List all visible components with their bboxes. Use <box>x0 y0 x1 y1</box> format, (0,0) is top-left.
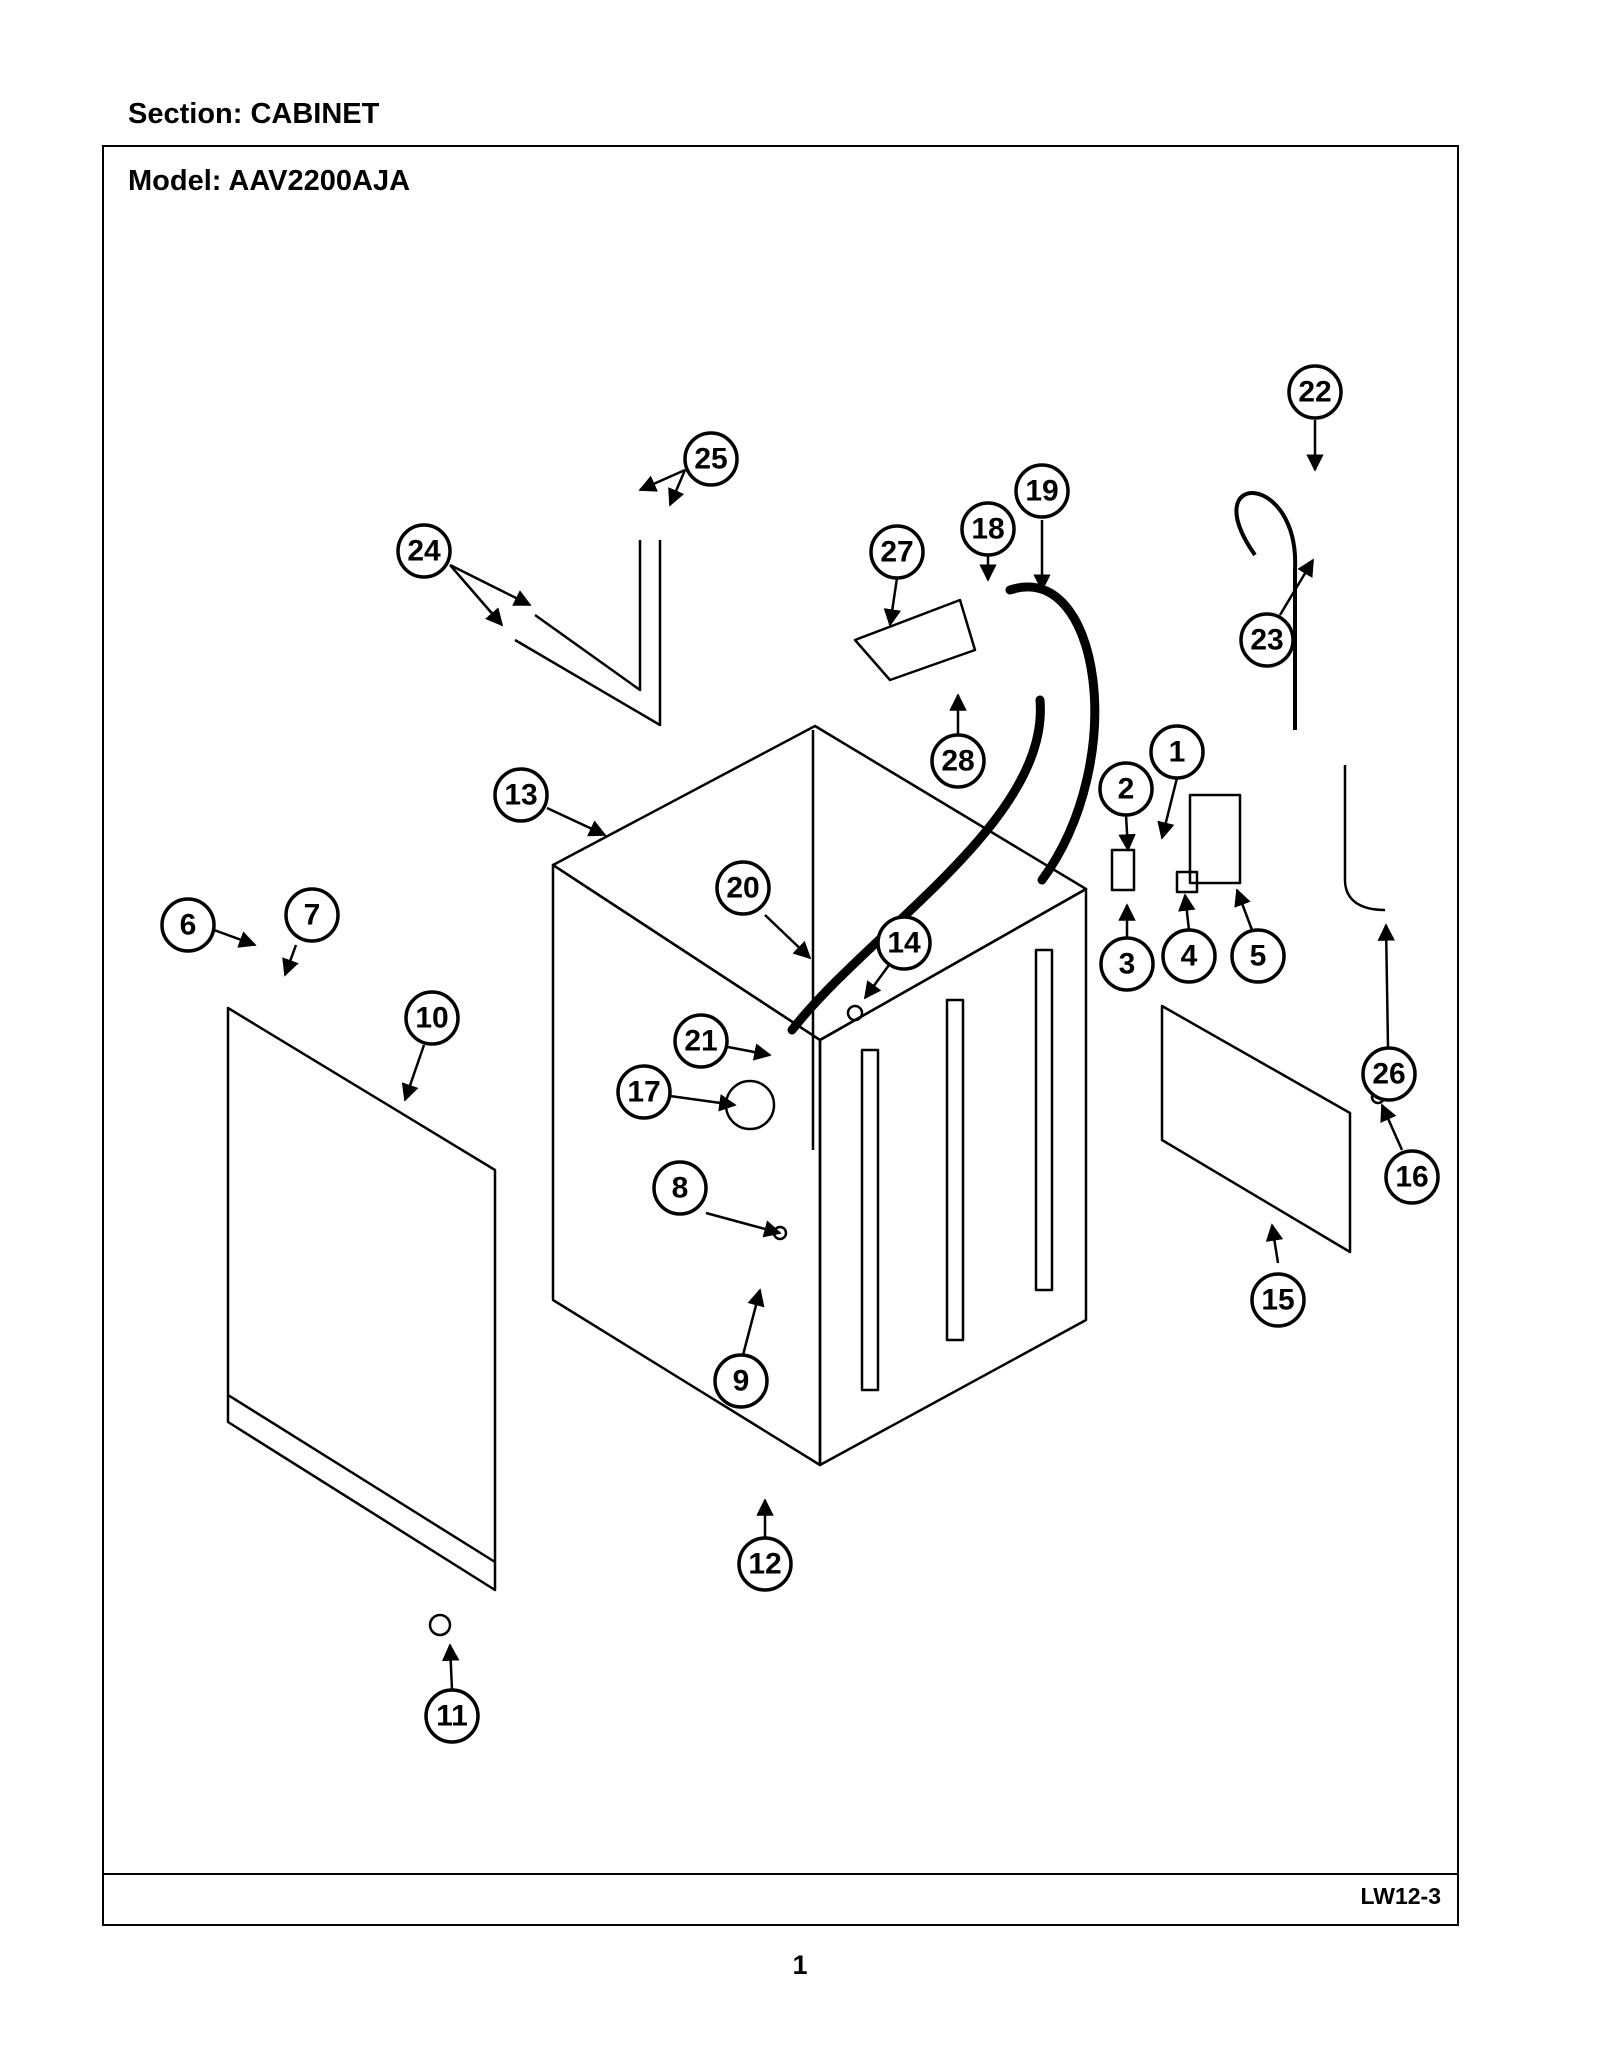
callout-11: 11 <box>424 1688 480 1744</box>
svg-text:10: 10 <box>415 1002 448 1035</box>
svg-text:11: 11 <box>436 1700 468 1733</box>
page-number: 1 <box>792 1950 808 1980</box>
callout-1: 1 <box>1149 724 1205 780</box>
svg-text:13: 13 <box>504 779 537 812</box>
front-panel <box>226 1006 497 1592</box>
callout-27: 27 <box>869 524 925 580</box>
callout-24: 24 <box>396 523 452 579</box>
service-panel <box>1160 1004 1352 1254</box>
drain-hose <box>787 582 1100 1035</box>
svg-text:1: 1 <box>1169 736 1186 769</box>
callout-20: 20 <box>715 860 771 916</box>
callout-14: 14 <box>876 915 932 971</box>
svg-text:20: 20 <box>726 872 759 905</box>
svg-text:18: 18 <box>971 513 1004 546</box>
svg-text:8: 8 <box>672 1172 689 1205</box>
callout-25: 25 <box>683 431 739 487</box>
svg-text:4: 4 <box>1181 940 1198 973</box>
callout-26: 26 <box>1361 1046 1417 1102</box>
callout-4: 4 <box>1161 928 1217 984</box>
svg-text:12: 12 <box>748 1548 781 1581</box>
svg-text:17: 17 <box>627 1076 660 1109</box>
callout-9: 9 <box>713 1353 769 1409</box>
svg-text:28: 28 <box>941 745 974 778</box>
section-title: Section: CABINET <box>128 98 380 130</box>
callout-28: 28 <box>930 733 986 789</box>
callout-22: 22 <box>1287 364 1343 420</box>
callout-15: 15 <box>1250 1272 1306 1328</box>
callout-19: 19 <box>1014 463 1070 519</box>
callout-7: 7 <box>284 887 340 943</box>
callout-23: 23 <box>1239 612 1295 668</box>
model-title: Model: AAV2200AJA <box>128 165 411 197</box>
svg-text:22: 22 <box>1298 376 1331 409</box>
callout-18: 18 <box>960 501 1016 557</box>
svg-text:14: 14 <box>887 927 921 960</box>
svg-text:26: 26 <box>1372 1058 1405 1091</box>
svg-text:23: 23 <box>1250 624 1283 657</box>
svg-text:7: 7 <box>304 899 321 932</box>
callout-10: 10 <box>404 990 460 1046</box>
callout-13: 13 <box>493 767 549 823</box>
callout-5: 5 <box>1230 928 1286 984</box>
drain-outlet-hose <box>1234 491 1298 730</box>
svg-text:27: 27 <box>880 536 913 569</box>
svg-text:15: 15 <box>1261 1284 1294 1317</box>
svg-text:16: 16 <box>1395 1161 1428 1194</box>
cabinet-body <box>551 724 1088 1467</box>
callout-16: 16 <box>1384 1149 1440 1205</box>
svg-text:3: 3 <box>1119 948 1136 981</box>
svg-text:9: 9 <box>733 1365 750 1398</box>
svg-text:5: 5 <box>1250 940 1267 973</box>
access-cover <box>1188 793 1242 885</box>
callout-2: 2 <box>1098 761 1154 817</box>
svg-text:6: 6 <box>180 909 197 942</box>
hose-guide <box>853 598 977 682</box>
diagram-code: LW12-3 <box>1360 1883 1441 1909</box>
svg-text:21: 21 <box>684 1025 717 1058</box>
callout-21: 21 <box>673 1013 729 1069</box>
svg-text:2: 2 <box>1118 773 1135 806</box>
svg-text:24: 24 <box>407 535 441 568</box>
svg-text:19: 19 <box>1025 475 1058 508</box>
callout-3: 3 <box>1099 936 1155 992</box>
callout-8: 8 <box>652 1160 708 1216</box>
footer-divider <box>104 1873 1457 1875</box>
svg-text:25: 25 <box>694 443 727 476</box>
leader-arrows <box>213 420 1404 1691</box>
callout-12: 12 <box>737 1536 793 1592</box>
callout-17: 17 <box>616 1064 672 1120</box>
inlet-hoses <box>514 540 662 727</box>
callout-6: 6 <box>160 897 216 953</box>
diagram-frame: Model: AAV2200AJA LW12-3 <box>102 145 1459 1926</box>
